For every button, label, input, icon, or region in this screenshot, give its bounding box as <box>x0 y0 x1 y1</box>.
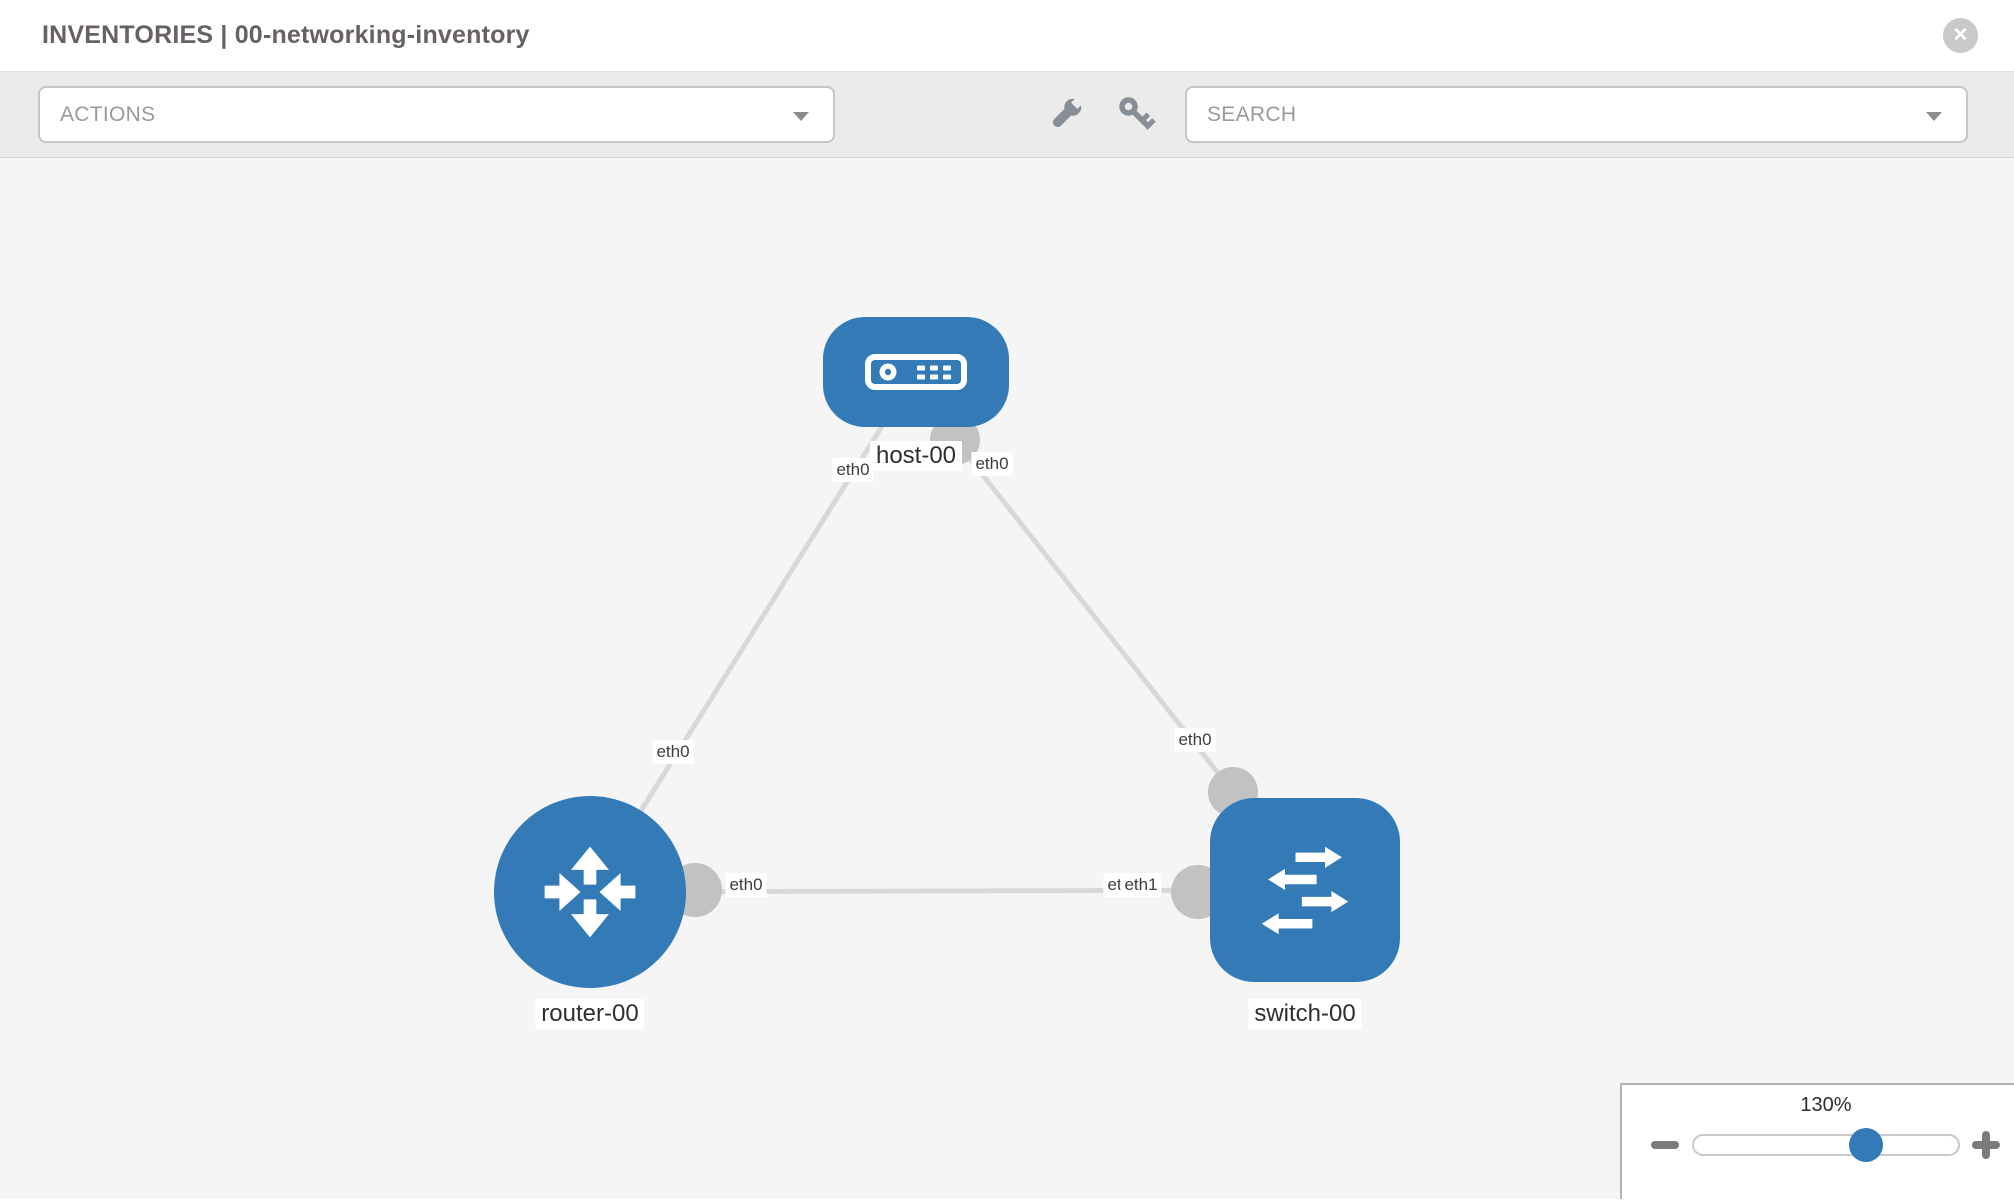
zoom-slider-track[interactable] <box>1692 1134 1960 1156</box>
iface-label-switch-to-host: eth0 <box>1174 728 1216 752</box>
toolbar: ACTIONS SEARCH <box>0 71 2014 158</box>
node-label-switch: switch-00 <box>1248 999 1362 1029</box>
page-title: INVENTORIES | 00-networking-inventory <box>42 21 530 49</box>
iface-label-host-to-router: eth0 <box>832 458 874 482</box>
actions-dropdown[interactable]: ACTIONS <box>38 86 835 143</box>
credentials-button[interactable] <box>1114 84 1160 146</box>
configure-button[interactable] <box>1042 84 1088 146</box>
wrench-icon <box>1052 94 1086 128</box>
close-button[interactable]: ✕ <box>1943 18 1978 53</box>
iface-label-switch-to-router: eth1 <box>1120 873 1162 897</box>
key-icon <box>1119 97 1156 130</box>
zoom-in-button plus-icon[interactable] <box>1972 1131 2000 1159</box>
search-dropdown-label: SEARCH <box>1207 103 1297 126</box>
chevron-down-icon <box>793 112 809 121</box>
tool-icons <box>1042 84 1160 146</box>
node-label-router: router-00 <box>535 999 645 1029</box>
zoom-panel: 130% <box>1620 1083 2014 1199</box>
iface-label-host-to-switch: eth0 <box>971 452 1013 476</box>
topology-links-layer <box>587 370 1306 919</box>
node-host-00[interactable] <box>823 317 1009 427</box>
zoom-slider-thumb[interactable] <box>1849 1128 1883 1162</box>
zoom-level-value: 130% <box>1800 1094 1852 1116</box>
chevron-down-icon <box>1926 112 1942 121</box>
actions-dropdown-label: ACTIONS <box>60 103 156 126</box>
node-label-host: host-00 <box>869 441 963 471</box>
router-icon <box>544 846 636 938</box>
iface-label-router-to-switch: eth0 <box>725 873 767 897</box>
panel-header: INVENTORIES | 00-networking-inventory ✕ <box>0 0 2014 71</box>
search-dropdown[interactable]: SEARCH <box>1185 86 1968 143</box>
node-switch-00[interactable] <box>1210 798 1400 982</box>
topology-canvas[interactable]: host-00 router-00 switch-00 eth0 eth0 et… <box>0 158 2014 1199</box>
host-icon <box>865 354 967 390</box>
zoom-out-button minus-icon[interactable] <box>1651 1141 1679 1149</box>
switch-icon <box>1261 846 1349 935</box>
node-router-00[interactable] <box>494 796 686 988</box>
iface-label-router-to-host: eth0 <box>652 740 694 764</box>
close-icon: ✕ <box>1952 25 1969 46</box>
